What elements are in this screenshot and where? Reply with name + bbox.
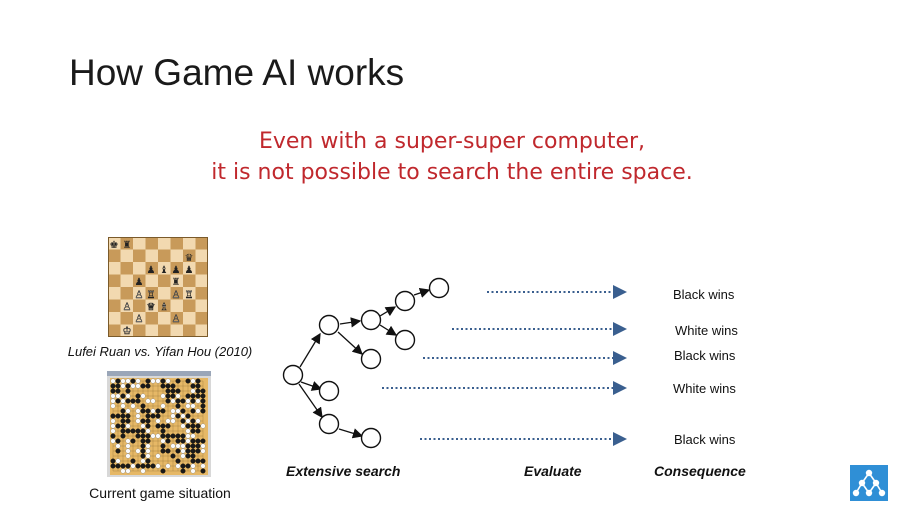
- chess-caption: Lufei Ruan vs. Yifan Hou (2010): [67, 344, 253, 359]
- outcome-label: Black wins: [673, 287, 735, 302]
- svg-text:♗: ♗: [160, 302, 169, 313]
- tree-node: [282, 364, 304, 386]
- tree-node: [394, 329, 416, 351]
- tree-edge: [338, 428, 364, 439]
- outcome-label: Black wins: [674, 348, 736, 363]
- tree-node: [318, 314, 340, 336]
- svg-text:♖: ♖: [185, 290, 194, 301]
- svg-text:♔: ♔: [123, 326, 132, 337]
- tree-node: [318, 380, 340, 402]
- go-board-image: [107, 371, 211, 477]
- svg-text:♝: ♝: [160, 265, 169, 276]
- svg-text:♙: ♙: [135, 290, 144, 301]
- svg-text:♙: ♙: [172, 314, 181, 325]
- svg-text:♜: ♜: [123, 240, 132, 251]
- tree-node: [428, 277, 450, 299]
- tree-edge: [413, 287, 431, 298]
- tree-edge: [337, 331, 363, 355]
- brand-logo-icon: [850, 465, 888, 501]
- outcome-label: White wins: [675, 323, 738, 338]
- tree-edge: [339, 317, 362, 328]
- svg-text:♙: ♙: [172, 290, 181, 301]
- column-label-consequence: Consequence: [654, 463, 746, 479]
- svg-text:♚: ♚: [110, 240, 119, 251]
- tree-node: [360, 348, 382, 370]
- tree-edge: [299, 332, 321, 368]
- column-label-search: Extensive search: [286, 463, 401, 479]
- svg-text:♕: ♕: [147, 302, 156, 313]
- outcome-label: White wins: [673, 381, 736, 396]
- chess-board-image: ♚♜ ♛♝ ♟♟♟ ♟♜ ♙♖♙♖ ♙♕♗ ♙♙ ♔: [108, 237, 208, 337]
- tree-node: [318, 413, 340, 435]
- subtitle-line-2: it is not possible to search the entire …: [211, 160, 693, 185]
- go-caption: Current game situation: [89, 485, 231, 501]
- outcome-label: Black wins: [674, 432, 736, 447]
- svg-text:♖: ♖: [147, 290, 156, 301]
- column-label-evaluate: Evaluate: [524, 463, 582, 479]
- tree-edge: [300, 381, 323, 391]
- tree-edge: [379, 324, 398, 336]
- svg-text:♙: ♙: [123, 302, 132, 313]
- subtitle-line-1: Even with a super-super computer,: [258, 129, 646, 154]
- svg-text:♟: ♟: [172, 265, 181, 276]
- tree-node: [360, 309, 382, 331]
- tree-edge: [379, 306, 397, 317]
- tree-node: [360, 427, 382, 449]
- svg-text:♟: ♟: [185, 265, 194, 276]
- slide-subtitle: Even with a super-super computer, it is …: [0, 126, 900, 188]
- svg-text:♟: ♟: [147, 265, 156, 276]
- svg-text:♙: ♙: [135, 314, 144, 325]
- svg-text:♟: ♟: [135, 277, 144, 288]
- svg-text:♛: ♛: [185, 253, 194, 264]
- tree-node: [394, 290, 416, 312]
- slide-title: How Game AI works: [69, 52, 405, 93]
- tree-edge: [298, 383, 323, 419]
- svg-text:♜: ♜: [172, 277, 181, 288]
